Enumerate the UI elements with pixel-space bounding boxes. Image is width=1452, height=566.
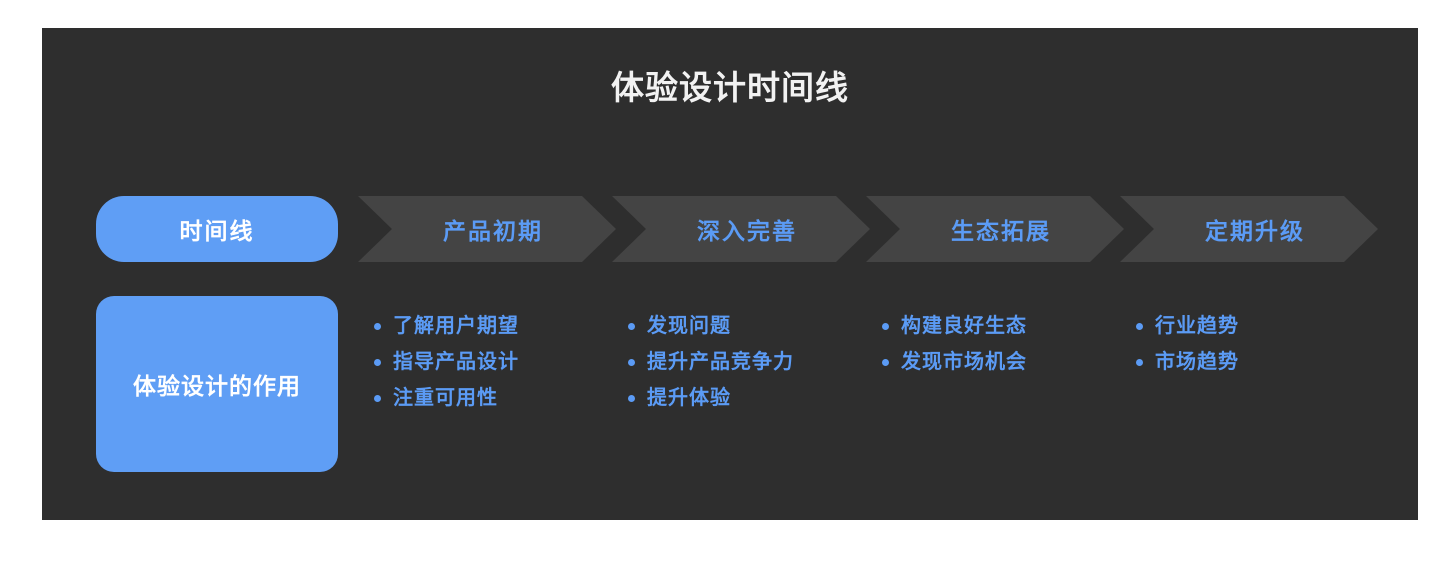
list-item-label: 提升体验 [647,387,731,409]
list-item: 注重可用性 [374,380,624,416]
stage-chevron-2[interactable]: 深入完善 [612,196,870,262]
list-item: 了解用户期望 [374,308,624,344]
bullet-dot-icon [628,323,635,330]
list-item: 市场趋势 [1136,344,1386,380]
list-item-label: 行业趋势 [1155,315,1239,337]
bullet-dot-icon [882,359,889,366]
timeline-row-label[interactable]: 时间线 [96,196,338,262]
timeline-row-label-text: 时间线 [179,218,255,244]
stage-chevron-1[interactable]: 产品初期 [358,196,616,262]
list-item-label: 指导产品设计 [393,351,519,373]
list-item-label: 构建良好生态 [901,315,1027,337]
list-item-label: 注重可用性 [393,387,498,409]
bullet-column-1: 了解用户期望 指导产品设计 注重可用性 [374,308,624,416]
list-item-label: 发现市场机会 [901,351,1027,373]
bullet-column-2: 发现问题 提升产品竞争力 提升体验 [628,308,878,416]
bullet-dot-icon [1136,359,1143,366]
bullet-dot-icon [374,395,381,402]
detail-row: 体验设计的作用 了解用户期望 指导产品设计 注重可用性 [96,296,1416,472]
role-row-label-text: 体验设计的作用 [133,373,301,399]
bullet-dot-icon [1136,323,1143,330]
list-item: 发现市场机会 [882,344,1132,380]
list-item-label: 了解用户期望 [393,315,519,337]
stage-chevron-2-label: 深入完善 [697,218,797,244]
bullet-dot-icon [374,323,381,330]
role-row-label[interactable]: 体验设计的作用 [96,296,338,472]
stage-chevron-3-label: 生态拓展 [951,218,1051,244]
bullet-dot-icon [374,359,381,366]
stage-chevron-1-label: 产品初期 [443,218,543,244]
stage-chevron-4[interactable]: 定期升级 [1120,196,1378,262]
bullet-dot-icon [628,395,635,402]
list-item-label: 发现问题 [647,315,731,337]
timeline-panel: 体验设计时间线 时间线 产品初期 深入完善 生态拓展 定期升级 体验设计的作用 [42,28,1418,520]
list-item-label: 市场趋势 [1155,351,1239,373]
stage-chevron-4-label: 定期升级 [1205,218,1305,244]
bullet-column-3: 构建良好生态 发现市场机会 [882,308,1132,380]
page-title: 体验设计时间线 [611,69,849,106]
list-item: 指导产品设计 [374,344,624,380]
list-item: 构建良好生态 [882,308,1132,344]
stage-header-row: 时间线 产品初期 深入完善 生态拓展 定期升级 [96,196,1416,262]
bullet-column-4: 行业趋势 市场趋势 [1136,308,1386,380]
stage-chevron-3[interactable]: 生态拓展 [866,196,1124,262]
list-item: 行业趋势 [1136,308,1386,344]
list-item: 发现问题 [628,308,878,344]
bullet-dot-icon [628,359,635,366]
list-item-label: 提升产品竞争力 [647,351,794,373]
list-item: 提升产品竞争力 [628,344,878,380]
list-item: 提升体验 [628,380,878,416]
bullet-dot-icon [882,323,889,330]
